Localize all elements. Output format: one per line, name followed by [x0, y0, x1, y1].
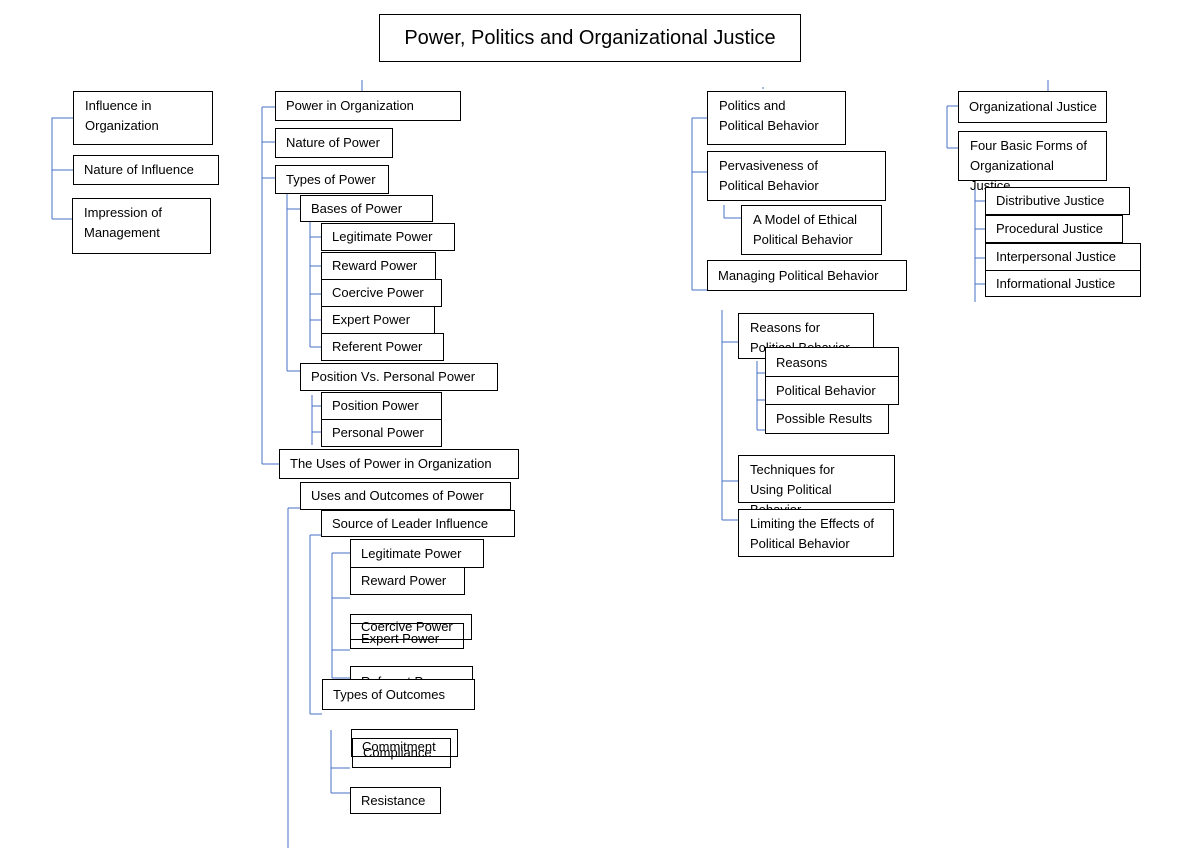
connector-bases: [309, 220, 321, 348]
node-uses-and-outcomes: Uses and Outcomes of Power: [300, 482, 511, 510]
connector-types: [286, 192, 300, 372]
node-nature-of-influence: Nature of Influence: [73, 155, 219, 185]
node-position-vs-personal-power: Position Vs. Personal Power: [300, 363, 498, 391]
node-nature-of-power: Nature of Power: [275, 128, 393, 158]
node-source-expert-power: Expert Power: [350, 623, 464, 649]
node-expert-power: Expert Power: [321, 306, 435, 334]
node-source-reward-power: Reward Power: [350, 567, 465, 595]
connector-power-spine: [261, 106, 279, 465]
node-bases-of-power: Bases of Power: [300, 195, 433, 222]
node-commitment: Commitment: [351, 729, 458, 757]
connector-outcomes: [330, 730, 350, 794]
connector-reasons-children: [756, 361, 765, 431]
connector-forms: [974, 180, 985, 302]
node-managing-political-behavior: Managing Political Behavior: [707, 260, 907, 291]
node-techniques-for-using-political-behavior: Techniques for Using Political Behavior: [738, 455, 895, 517]
node-reasons: Reasons: [765, 347, 899, 378]
node-informational-justice: Informational Justice: [985, 270, 1141, 297]
connector-uses: [287, 507, 300, 848]
connector-reasons-spine: [721, 310, 738, 521]
connector-source: [309, 534, 322, 715]
node-resistance: Resistance: [350, 787, 441, 814]
node-source-legitimate-power: Legitimate Power: [350, 539, 484, 568]
node-types-of-power: Types of Power: [275, 165, 389, 194]
node-position-power: Position Power: [321, 392, 442, 420]
connector-source-children: [331, 552, 350, 679]
node-distributive-justice: Distributive Justice: [985, 187, 1130, 215]
node-legitimate-power: Legitimate Power: [321, 223, 455, 251]
node-referent-power: Referent Power: [321, 333, 444, 361]
node-four-basic-forms-of-justice: Four Basic Forms of Organizational Justi…: [958, 131, 1107, 193]
node-types-of-outcomes: Types of Outcomes: [322, 679, 475, 710]
node-influence-in-organization: Influence in Organization: [73, 91, 213, 145]
node-limiting-effects-of-political-behavior: Limiting the Effects of Political Behavi…: [738, 509, 894, 557]
node-reward-power: Reward Power: [321, 252, 436, 280]
node-impression-of-management: Impression of Management: [72, 198, 211, 254]
node-source-coercive-power: Coercive Power: [350, 614, 472, 640]
node-coercive-power: Coercive Power: [321, 279, 442, 307]
connector-ethical: [723, 205, 741, 219]
node-possible-results: Possible Results: [765, 404, 889, 434]
node-politics-and-political-behavior: Politics and Political Behavior: [707, 91, 846, 145]
node-model-of-ethical-political-behavior: A Model of Ethical Political Behavior: [741, 205, 882, 255]
node-organizational-justice: Organizational Justice: [958, 91, 1107, 123]
connector-influence: [51, 117, 73, 220]
node-source-of-leader-influence: Source of Leader Influence: [321, 510, 515, 537]
connector-position: [311, 395, 321, 445]
node-personal-power: Personal Power: [321, 419, 442, 447]
node-interpersonal-justice: Interpersonal Justice: [985, 243, 1141, 271]
node-pervasiveness-of-political-behavior: Pervasiveness of Political Behavior: [707, 151, 886, 201]
connector-politics-spine: [691, 117, 760, 291]
node-procedural-justice: Procedural Justice: [985, 215, 1123, 243]
node-uses-of-power: The Uses of Power in Organization: [279, 449, 519, 479]
connector-justice-spine: [946, 105, 958, 149]
diagram-title: Power, Politics and Organizational Justi…: [379, 14, 801, 62]
node-power-in-organization: Power in Organization: [275, 91, 461, 121]
node-political-behavior: Political Behavior: [765, 376, 899, 405]
